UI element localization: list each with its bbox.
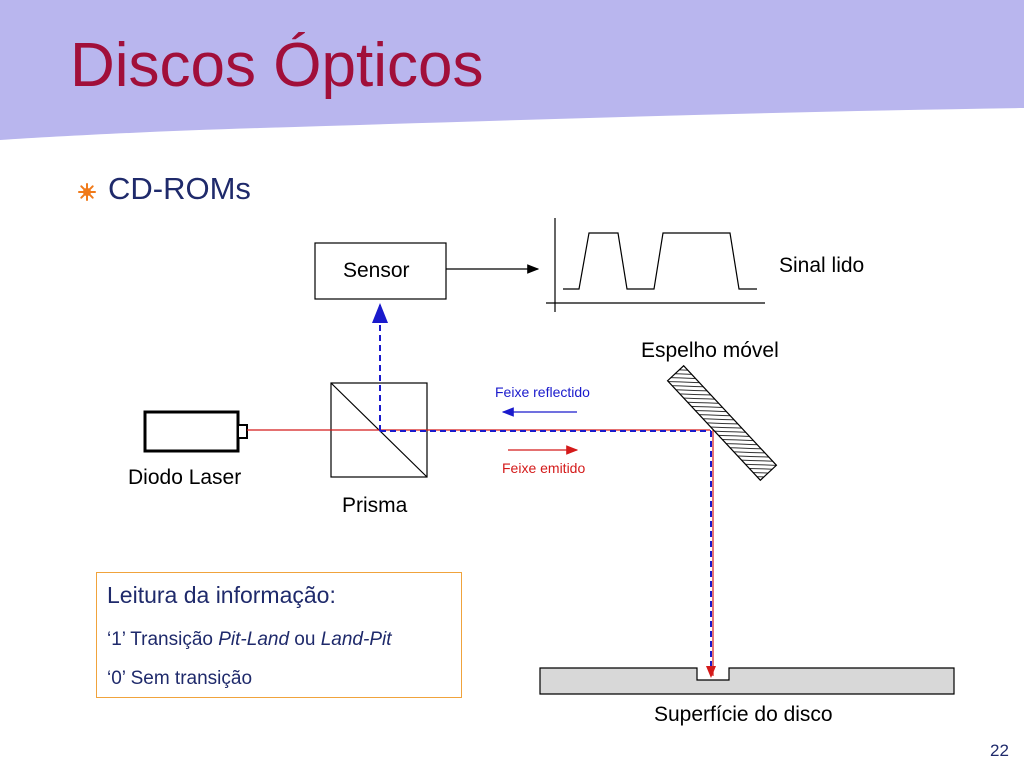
signal-label: Sinal lido xyxy=(779,254,865,277)
disc-surface-label: Superfície do disco xyxy=(654,703,833,726)
info-line-1: ‘1’ Transição Pit-Land ou Land-Pit xyxy=(107,629,392,651)
sensor-label: Sensor xyxy=(343,259,410,282)
signal-plot xyxy=(546,218,765,312)
title-band xyxy=(0,0,1024,140)
info-box: Leitura da informação: ‘1’ Transição Pit… xyxy=(96,572,462,698)
laser-label: Diodo Laser xyxy=(128,466,242,489)
disc-surface xyxy=(539,667,955,695)
info-line-2: ‘0’ Sem transição xyxy=(107,668,253,689)
reflected-beam-label: Feixe reflectido xyxy=(495,384,590,400)
info-line-1-italic-1: Pit-Land xyxy=(218,629,290,650)
emitted-beam-label: Feixe emitido xyxy=(502,460,586,476)
signal-waveform xyxy=(563,232,757,290)
info-line-1-prefix: ‘1’ Transição xyxy=(107,629,219,650)
prism-label: Prisma xyxy=(342,494,408,517)
info-line-1-mid: ou xyxy=(289,629,321,650)
info-line-1-italic-2: Land-Pit xyxy=(320,629,392,650)
movable-mirror xyxy=(666,364,778,482)
laser-diode xyxy=(143,410,248,453)
info-title: Leitura da informação: xyxy=(107,582,336,608)
slide-title: Discos Ópticos xyxy=(70,31,484,100)
bullet-icon xyxy=(78,183,96,201)
bullet-text: CD-ROMs xyxy=(108,171,251,206)
disc-arrowhead xyxy=(706,666,716,678)
mirror-label: Espelho móvel xyxy=(641,339,779,362)
page-number: 22 xyxy=(990,741,1009,760)
sensor-box xyxy=(314,242,447,300)
